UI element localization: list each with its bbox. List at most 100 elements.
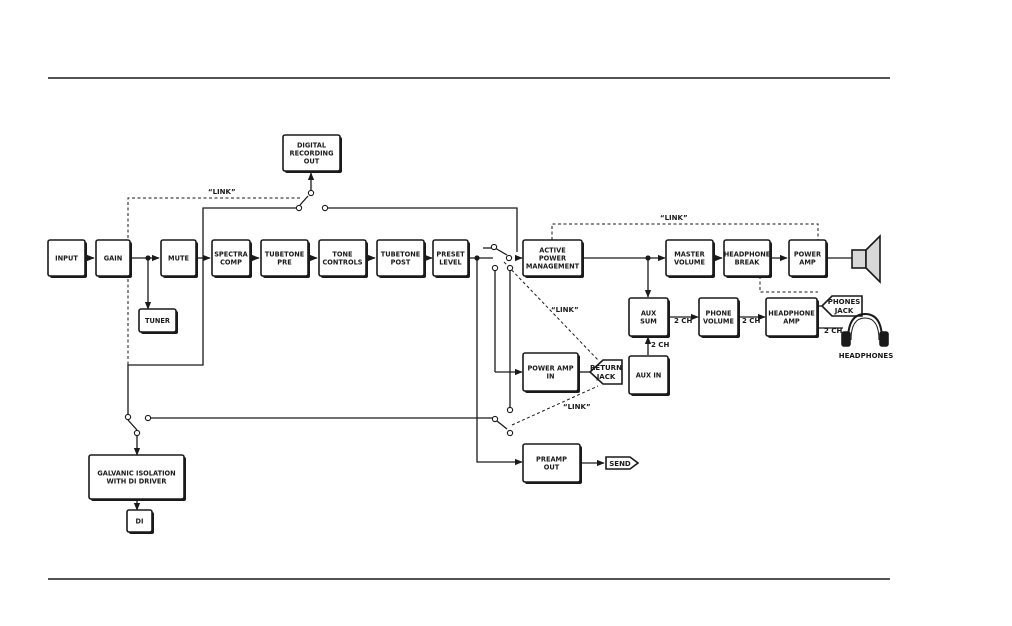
tubetone-pre-label-1: TUBETONE	[265, 251, 305, 259]
master-volume-box	[665, 239, 714, 277]
power-amp-in-box	[522, 352, 579, 392]
headphone-break-label-2: BREAK	[735, 259, 761, 267]
preset-level-label-2: LEVEL	[439, 259, 462, 267]
spectra-comp-label-1: SPECTRA	[214, 251, 248, 259]
di-box	[126, 509, 153, 533]
preamp-out-label-2: OUT	[544, 464, 560, 472]
gain-label-1: GAIN	[104, 255, 123, 263]
tone-controls-label-2: CONTROLS	[322, 259, 362, 267]
active-power-management-label-3: MANAGEMENT	[526, 263, 580, 271]
master-volume-label-1: MASTER	[674, 251, 705, 259]
tubetone-pre-box	[260, 239, 309, 277]
headphone-break-box	[723, 239, 771, 277]
galvanic-isolation-label-1: GALVANIC ISOLATION	[97, 470, 175, 478]
tags: RETURN JACK PHONES JACK SEND	[588, 295, 863, 470]
channel-label-aux-in: 2 CH	[651, 341, 669, 349]
phone-volume-label-2: VOLUME	[703, 318, 734, 326]
aux-in-box	[628, 355, 669, 395]
power-amp-label-2: AMP	[799, 259, 816, 267]
input-label-1: INPUT	[55, 255, 78, 263]
phones-jack-label-1: PHONES	[828, 298, 861, 306]
di-block: DI	[126, 509, 154, 534]
active-power-management-label-2: POWER	[539, 255, 566, 263]
tubetone-post-label-1: TUBETONE	[381, 251, 421, 259]
preamp-out-label-1: PREAMP	[536, 456, 567, 464]
link-lines	[127, 197, 819, 426]
aux-sum-label-2: SUM	[640, 318, 657, 326]
digital-recording-out-label-3: OUT	[304, 158, 320, 166]
preamp-out-box	[522, 443, 581, 483]
di-label-1: DI	[136, 518, 144, 526]
headphone-amp-box	[765, 297, 818, 337]
phones-jack-label-2: JACK	[834, 307, 854, 315]
mute-box	[160, 239, 197, 277]
aux-sum-label-1: AUX	[641, 310, 656, 318]
tuner-label-1: TUNER	[145, 317, 170, 325]
send-tag	[605, 456, 640, 470]
mute-block: MUTE	[160, 239, 198, 278]
power-amp-in-label-2: IN	[547, 373, 555, 381]
gain-block: GAIN	[95, 239, 132, 278]
mute-label-1: MUTE	[168, 255, 189, 263]
link-label-bottom: “LINK”	[563, 403, 591, 411]
link-label-return: “LINK”	[551, 306, 579, 314]
aux-in-label-1: AUX IN	[636, 372, 662, 380]
galvanic-isolation-box	[88, 454, 185, 500]
gain-box	[95, 239, 131, 277]
digital-recording-out-label-1: DIGITAL	[297, 142, 327, 150]
aux-sum-box	[628, 297, 669, 337]
master-volume-label-2: VOLUME	[674, 259, 705, 267]
preset-level-box	[432, 239, 469, 277]
return-jack-label-1: RETURN	[590, 364, 622, 372]
spectra-comp-box	[211, 239, 251, 277]
channel-label-aux-phone: 2 CH	[674, 317, 692, 325]
phone-volume-label-1: PHONE	[706, 310, 732, 318]
channel-label-headphones: 2 CH	[824, 327, 842, 335]
headphones-label: HEADPHONES	[839, 352, 894, 360]
return-jack-label-2: JACK	[596, 373, 616, 381]
spectra-comp-label-2: COMP	[220, 259, 242, 267]
headphone-amp-label-1: HEADPHONE	[768, 310, 815, 318]
power-amp-label-1: POWER	[794, 251, 821, 259]
return-jack-tag	[588, 359, 623, 385]
tubetone-post-box	[376, 239, 425, 277]
link-label-power: “LINK”	[660, 214, 688, 222]
active-power-management-label-1: ACTIVE	[539, 247, 566, 255]
headphone-amp-label-2: AMP	[783, 318, 800, 326]
tubetone-pre-label-2: PRE	[277, 259, 292, 267]
input-block: INPUT	[47, 239, 87, 278]
speaker-icon	[851, 234, 881, 284]
preset-level-label-1: PRESET	[436, 251, 465, 259]
tuner-block: TUNER	[138, 308, 178, 334]
digital-recording-out-label-2: RECORDING	[290, 150, 334, 158]
tubetone-post-label-2: POST	[391, 259, 411, 267]
aux-in-block: AUX IN	[628, 355, 670, 396]
power-amp-box	[788, 239, 827, 277]
headphones-icon	[841, 312, 889, 347]
tuner-box	[138, 308, 177, 333]
channel-label-phone-amp: 2 CH	[742, 317, 760, 325]
signal-wires	[85, 172, 852, 511]
power-amp-in-label-1: POWER AMP	[527, 365, 573, 373]
tone-controls-box	[318, 239, 367, 277]
galvanic-isolation-label-2: WITH DI DRIVER	[107, 478, 167, 486]
digital-recording-out-box	[282, 134, 341, 172]
headphone-break-label-1: HEADPHONE	[724, 251, 771, 259]
send-label: SEND	[609, 460, 631, 468]
